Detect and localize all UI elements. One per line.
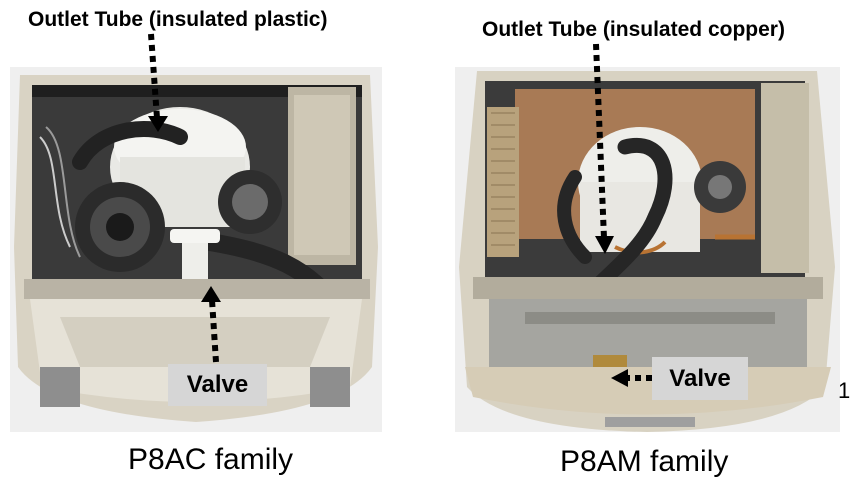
page-number: 1	[838, 378, 851, 403]
p8ac-unit-photo	[10, 67, 382, 432]
caption-p8am: P8AM family	[560, 445, 729, 478]
outlet-tube-label-right: Outlet Tube (insulated copper)	[482, 18, 785, 41]
valve-label-left: Valve	[168, 364, 267, 406]
outlet-tube-label-left: Outlet Tube (insulated plastic)	[28, 8, 328, 31]
valve-label-right: Valve	[652, 357, 748, 400]
caption-p8ac: P8AC family	[128, 443, 294, 476]
p8am-unit-photo	[455, 67, 840, 432]
